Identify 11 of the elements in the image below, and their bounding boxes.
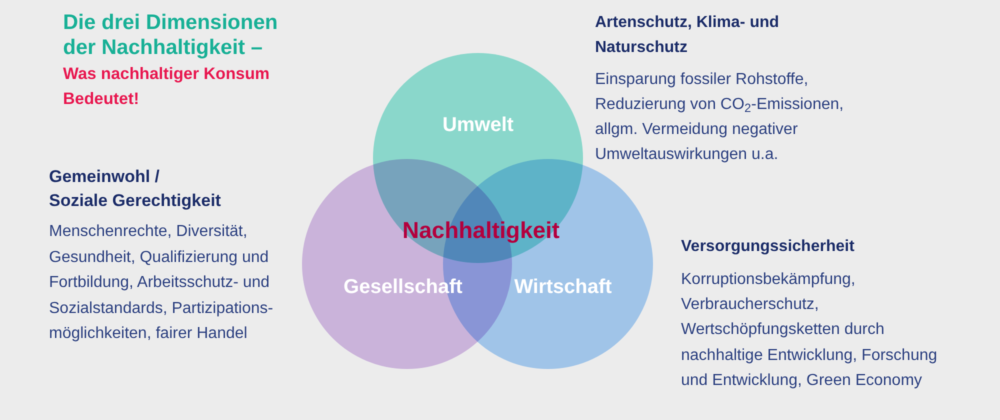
circle-label: Umwelt: [442, 113, 514, 137]
circle-label: Wirtschaft: [514, 275, 612, 299]
title: Die drei Dimensionen der Nachhaltigkeit –: [63, 10, 279, 60]
section-text: Menschenrechte, Diversität, Gesundheit, Qualifizierung und Fortbildung, Arbeitsschutz- und Sozialstandards, Partizipations- möglichkeiten, fairer Handel: [49, 222, 274, 344]
center-label: Nachhaltigkeit: [402, 216, 560, 245]
section-heading: Versorgungssicherheit: [681, 237, 856, 257]
section-heading: Artenschutz, Klima- und Naturschutz: [595, 13, 780, 58]
subtitle: Was nachhaltiger Konsum Bedeutet!: [63, 64, 271, 110]
section-heading: Gemeinwohl / Soziale Gerechtigkeit: [49, 166, 221, 212]
section-text: Einsparung fossiler Rohstoffe, Reduzierung von CO$_{2}$-Emissionen, allgm. Vermeidung negativer Umweltauswirkungen u.a.: [595, 70, 845, 165]
section-text: Korruptionsbekämpfung, Verbraucherschutz, Wertschöpfungsketten durch nachhaltige Entwicklung, Forschung und Entwicklung, Green Economy: [681, 270, 938, 391]
